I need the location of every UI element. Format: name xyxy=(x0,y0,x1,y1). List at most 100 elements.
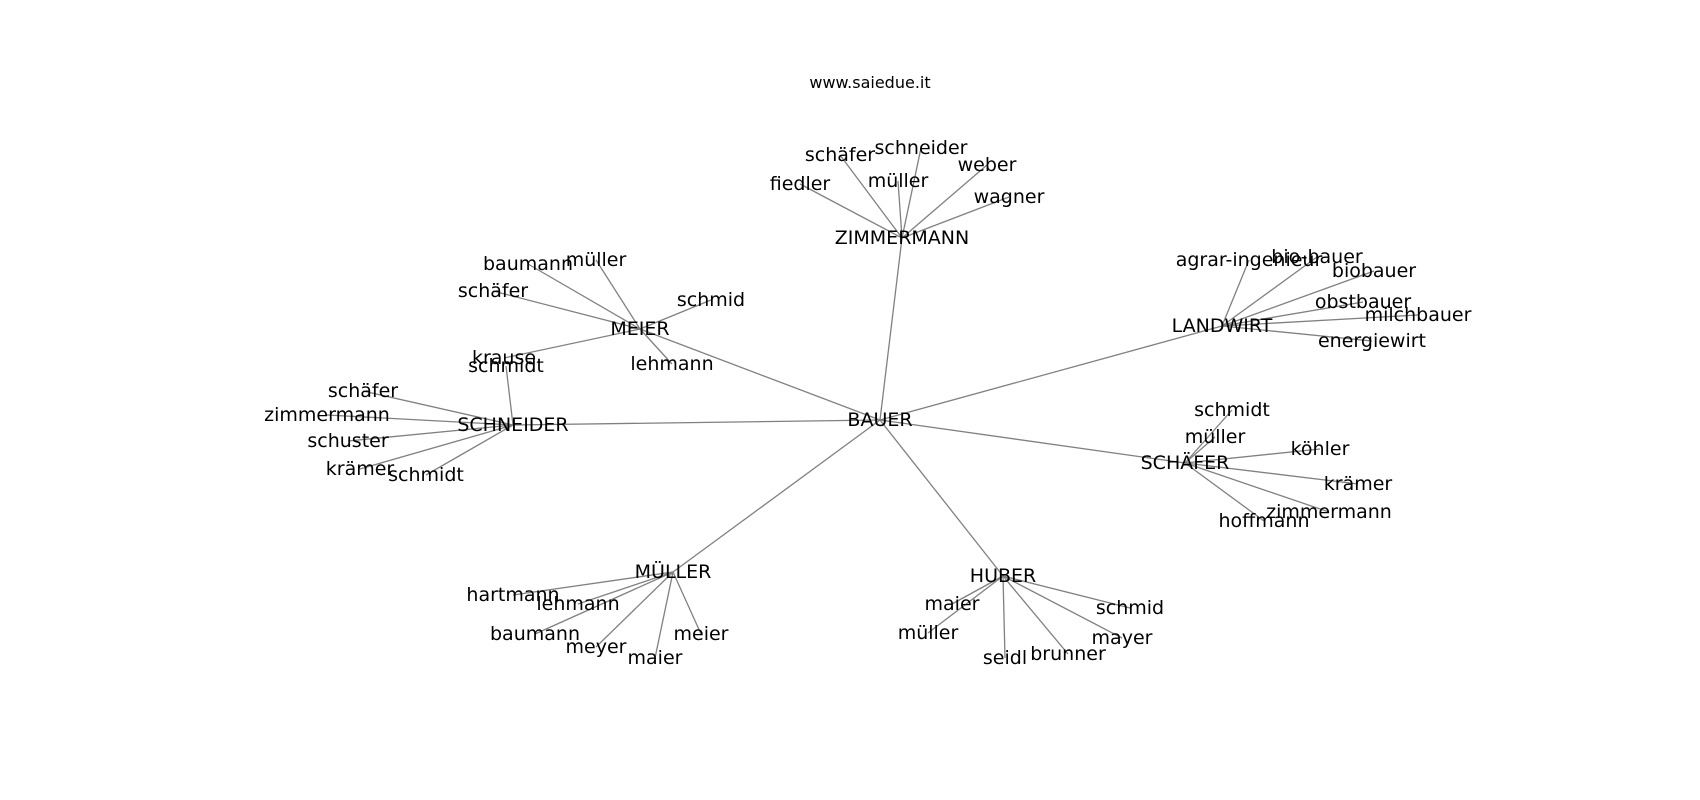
leaf-node-schaefer-3: krämer xyxy=(1324,473,1393,495)
leaf-node-mueller-5: meier xyxy=(674,623,729,645)
leaf-node-meier-2: schäfer xyxy=(458,280,528,302)
edge-zimmermann-2 xyxy=(897,180,903,239)
edge-meier-3 xyxy=(639,299,712,330)
edge-landwirt-4 xyxy=(1221,314,1419,327)
edge-schneider-0 xyxy=(505,365,514,426)
leaf-node-schaefer-1: müller xyxy=(1185,426,1246,448)
leaf-node-landwirt-1: bio-bauer xyxy=(1271,246,1363,268)
leaf-node-huber-5: schmid xyxy=(1096,597,1164,619)
edge-zimmermann-4 xyxy=(901,164,988,239)
edge-root-zimmermann xyxy=(879,237,903,421)
leaf-node-mueller-4: maier xyxy=(628,647,683,669)
group-node-landwirt: LANDWIRT xyxy=(1172,315,1273,337)
leaf-node-zimmermann-2: müller xyxy=(868,170,929,192)
leaf-node-huber-2: seidl xyxy=(983,647,1027,669)
edge-root-mueller xyxy=(672,419,881,573)
edge-root-landwirt xyxy=(879,325,1223,421)
edge-mueller-4 xyxy=(654,571,674,659)
edge-schaefer-1 xyxy=(1184,436,1216,464)
diagram-title: www.saiedue.it xyxy=(809,73,930,92)
edge-schaefer-3 xyxy=(1184,462,1359,485)
edge-huber-3 xyxy=(1002,575,1069,655)
leaf-node-schaefer-4: zimmermann xyxy=(1266,501,1392,523)
leaf-node-huber-3: brunner xyxy=(1030,643,1106,665)
leaf-node-mueller-2: baumann xyxy=(490,623,580,645)
group-node-zimmermann: ZIMMERMANN xyxy=(835,227,969,249)
edge-meier-4 xyxy=(503,328,641,359)
edge-huber-0 xyxy=(951,575,1004,605)
leaf-node-schneider-5: schmidt xyxy=(388,464,464,486)
edge-root-huber xyxy=(879,419,1004,577)
edge-meier-1 xyxy=(595,259,641,330)
group-node-mueller: MÜLLER xyxy=(635,560,712,583)
edge-meier-2 xyxy=(492,290,641,330)
leaf-node-huber-1: müller xyxy=(898,622,959,644)
leaf-node-meier-3: schmid xyxy=(677,289,745,311)
edge-schneider-1 xyxy=(362,390,514,426)
edge-mueller-1 xyxy=(577,571,674,605)
leaf-node-huber-4: mayer xyxy=(1092,627,1153,649)
edge-meier-5 xyxy=(639,328,673,365)
leaf-node-mueller-1: lehmann xyxy=(536,593,619,615)
leaf-node-zimmermann-4: weber xyxy=(958,154,1017,176)
edge-schaefer-4 xyxy=(1184,462,1330,513)
edge-schneider-2 xyxy=(326,414,514,426)
edge-schaefer-2 xyxy=(1184,448,1321,464)
edge-zimmermann-5 xyxy=(901,196,1010,239)
edge-landwirt-5 xyxy=(1221,325,1373,342)
edge-schneider-5 xyxy=(425,424,514,476)
group-node-huber: HUBER xyxy=(970,565,1036,587)
edge-meier-0 xyxy=(527,263,641,330)
edge-schneider-4 xyxy=(359,424,514,470)
edge-mueller-0 xyxy=(512,571,674,596)
leaf-node-schneider-3: schuster xyxy=(307,430,388,452)
leaf-node-meier-5: lehmann xyxy=(630,353,713,375)
leaf-node-landwirt-3: obstbauer xyxy=(1315,291,1411,313)
leaf-node-landwirt-0: agrar-ingenieur xyxy=(1176,249,1323,271)
leaf-node-schneider-1: schäfer xyxy=(328,380,398,402)
edge-huber-2 xyxy=(1002,575,1006,659)
edge-root-schaefer xyxy=(879,419,1186,464)
edge-zimmermann-0 xyxy=(799,183,903,239)
group-node-schneider: SCHNEIDER xyxy=(457,414,568,436)
leaf-node-meier-4: krause xyxy=(472,347,536,369)
leaf-node-schneider-2: zimmermann xyxy=(264,404,390,426)
leaf-node-landwirt-2: biobauer xyxy=(1332,260,1416,282)
root-node-label: BAUER xyxy=(847,409,912,431)
edge-zimmermann-3 xyxy=(901,147,922,239)
edge-huber-5 xyxy=(1002,575,1131,609)
label-layer: BAUER ZIMMERMANN fiedler schäfer müller schne… xyxy=(264,137,1471,669)
edge-landwirt-3 xyxy=(1221,301,1364,327)
leaf-node-mueller-0: hartmann xyxy=(466,584,559,606)
leaf-node-schneider-0: schmidt xyxy=(468,355,544,377)
edge-huber-1 xyxy=(927,575,1004,634)
edge-root-meier xyxy=(639,328,881,421)
group-node-meier: MEIER xyxy=(610,318,669,340)
leaf-node-schaefer-5: hoffmann xyxy=(1219,510,1310,532)
leaf-node-schaefer-0: schmidt xyxy=(1194,399,1270,421)
edge-mueller-2 xyxy=(534,571,674,635)
leaf-node-meier-0: baumann xyxy=(483,253,573,275)
edge-schneider-3 xyxy=(347,424,514,442)
leaf-node-zimmermann-0: fiedler xyxy=(770,173,831,195)
leaf-node-meier-1: müller xyxy=(566,249,627,271)
leaf-node-huber-0: maier xyxy=(925,593,980,615)
edge-mueller-5 xyxy=(672,571,702,635)
edge-landwirt-2 xyxy=(1221,270,1375,327)
leaf-node-schneider-4: krämer xyxy=(326,458,395,480)
leaf-node-landwirt-4: milchbauer xyxy=(1365,304,1472,326)
leaf-node-mueller-3: meyer xyxy=(566,636,627,658)
leaf-node-landwirt-5: energiewirt xyxy=(1318,330,1426,352)
edge-zimmermann-1 xyxy=(839,154,903,239)
group-node-schaefer: SCHÄFER xyxy=(1141,451,1230,474)
leaf-node-zimmermann-5: wagner xyxy=(974,186,1045,208)
edge-layer xyxy=(326,147,1419,659)
edge-landwirt-1 xyxy=(1221,256,1318,327)
edge-huber-4 xyxy=(1002,575,1123,639)
leaf-node-schaefer-2: köhler xyxy=(1291,438,1350,460)
edge-root-schneider xyxy=(512,419,881,426)
edge-schaefer-0 xyxy=(1184,409,1233,464)
leaf-node-zimmermann-3: schneider xyxy=(875,137,968,159)
edge-schaefer-5 xyxy=(1184,462,1265,522)
